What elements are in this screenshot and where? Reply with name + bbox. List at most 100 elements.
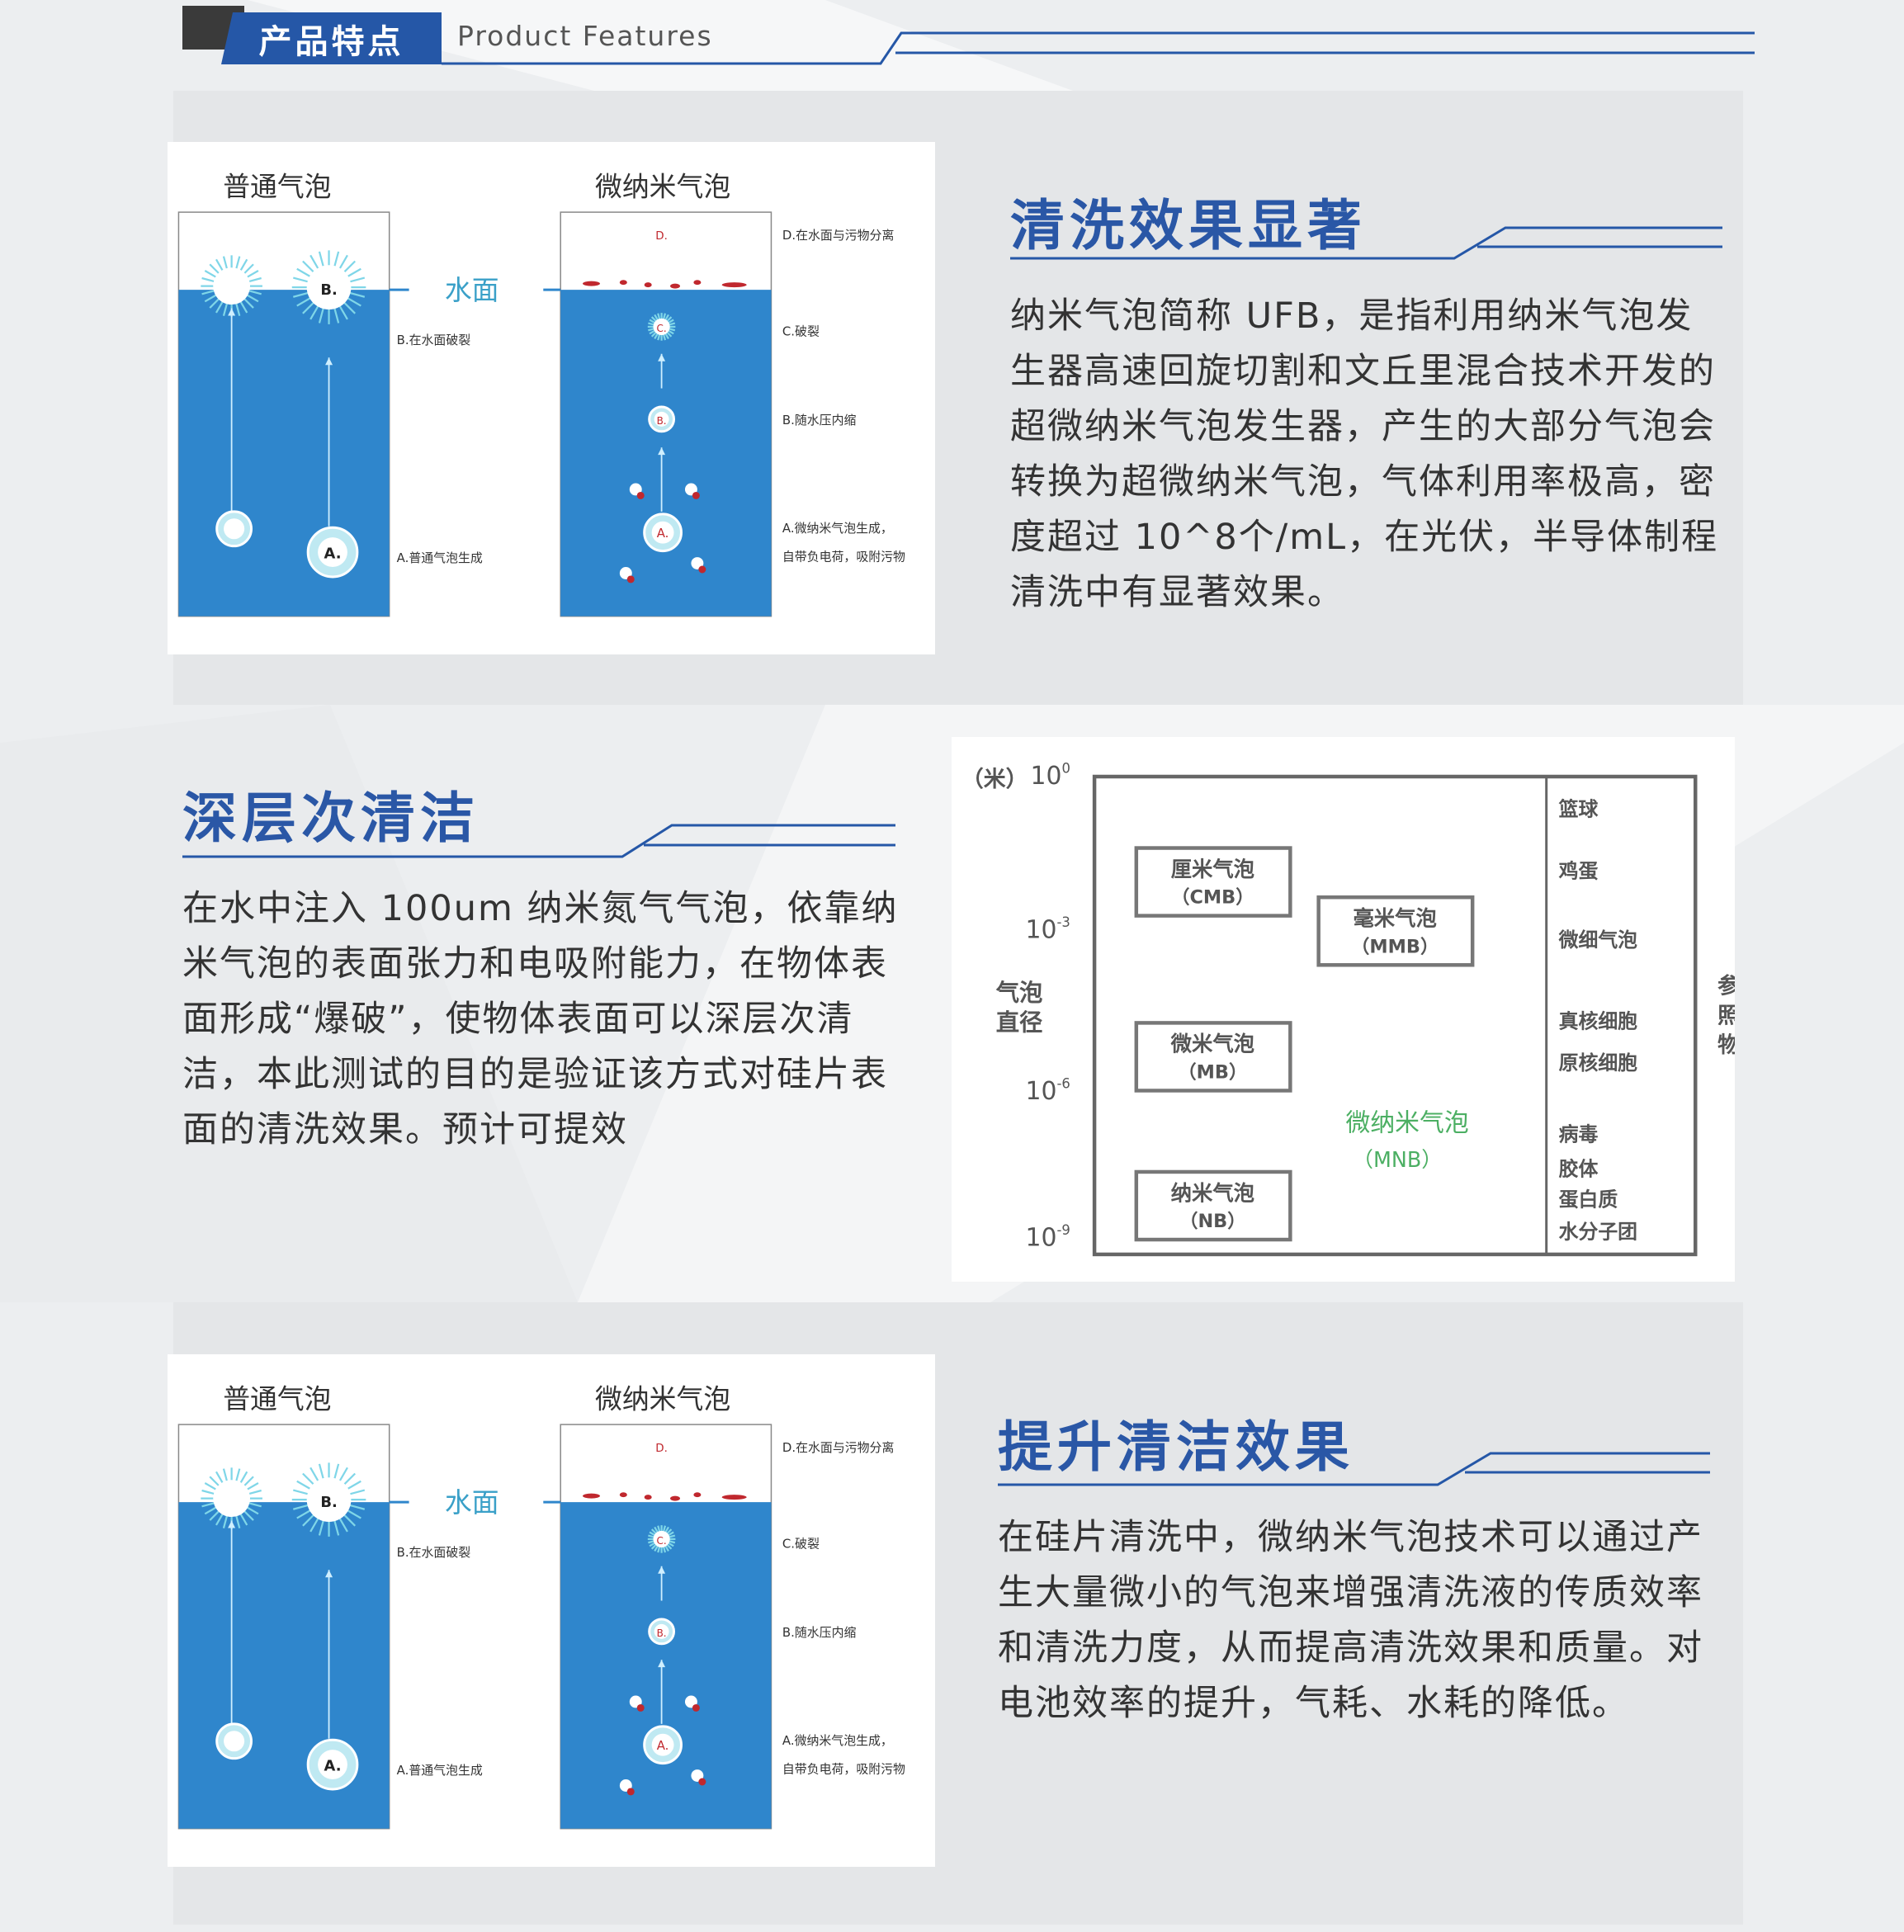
right-bubble-b-core — [654, 1623, 669, 1639]
y-axis-label: 直径 — [996, 1009, 1043, 1036]
header-title-cn: 产品特点 — [258, 22, 404, 61]
header-title-tab: 产品特点 — [221, 12, 442, 64]
reference-item: 原核细胞 — [1559, 1051, 1638, 1075]
left-small-bubble-core — [224, 1731, 245, 1752]
bubble-letter: B. — [657, 415, 667, 427]
dirt-particle — [619, 280, 627, 286]
right-label: A.微纳米气泡生成， — [782, 521, 893, 536]
rise-arrow-head — [658, 1660, 666, 1668]
dirt-particle — [670, 1495, 680, 1501]
reference-item: 篮球 — [1558, 798, 1599, 821]
size-category-name: 纳米气泡 — [1171, 1180, 1254, 1205]
header-title-en: Product Features — [457, 20, 713, 52]
dirt-particle — [693, 1492, 702, 1498]
size-category-abbr: （NB） — [1179, 1211, 1246, 1232]
size-category-abbr: （CMB） — [1171, 887, 1254, 909]
section1-title-underline — [1010, 226, 1722, 260]
y-tick-label: 100 — [1030, 761, 1070, 791]
rise-arrow-head — [658, 353, 666, 361]
molecule-charge — [636, 491, 645, 499]
left-label-b: B.在水面破裂 — [397, 1545, 471, 1560]
molecule-charge — [626, 1788, 635, 1796]
rise-arrow-head — [325, 357, 333, 366]
reference-item: 鸡蛋 — [1558, 859, 1599, 882]
bubble-letter: B. — [320, 281, 337, 299]
right-title: 微纳米气泡 — [595, 172, 730, 203]
section2-body: 在水中注入 100um 纳米氮气气泡，依靠纳米气泡的表面张力和电吸附能力，在物体… — [182, 888, 899, 1150]
left-water — [178, 290, 390, 616]
right-bubble-a-core — [651, 1733, 674, 1756]
reference-item: 真核细胞 — [1559, 1009, 1638, 1032]
section3-title: 提升清洁效果 — [998, 1415, 1354, 1479]
water-surface-label: 水面 — [445, 1487, 499, 1519]
y-tick-exponent: 0 — [1061, 761, 1070, 777]
molecule-charge — [636, 1703, 645, 1712]
dirt-particle — [619, 1492, 627, 1498]
dirt-particle — [670, 283, 680, 289]
right-label: C.破裂 — [782, 324, 820, 338]
molecule-charge — [692, 1703, 700, 1712]
section1-body: 纳米气泡简称 UFB，是指利用纳米气泡发生器高速回旋切割和文丘里混合技术开发的超… — [1010, 295, 1719, 613]
size-category-name: 微米气泡 — [1170, 1032, 1254, 1056]
right-burst-bubble-c — [647, 1525, 676, 1553]
right-label: C.破裂 — [782, 1536, 820, 1551]
dirt-particle — [721, 1495, 747, 1500]
dirt-particle — [644, 1495, 652, 1500]
right-label: D.在水面与污物分离 — [782, 1440, 894, 1455]
right-label: 自带负电荷，吸附污物 — [782, 550, 905, 564]
left-bubble-a-core — [318, 537, 347, 568]
dirt-particle — [644, 282, 652, 288]
reference-item: 微细气泡 — [1558, 928, 1638, 952]
chart-frame — [1092, 774, 1698, 1257]
right-label: A.微纳米气泡生成， — [782, 1733, 893, 1748]
dirt-particle — [583, 1493, 600, 1499]
left-title: 普通气泡 — [223, 172, 331, 203]
size-category-name: 毫米气泡 — [1353, 906, 1436, 931]
left-title: 普通气泡 — [223, 1384, 331, 1415]
left-burst-bubble — [201, 1467, 262, 1529]
size-category-box — [1316, 895, 1475, 967]
right-bubble-a-core — [651, 521, 674, 544]
bubble-letter: D. — [655, 1443, 668, 1455]
size-category-abbr: （MB） — [1178, 1062, 1247, 1084]
size-category-abbr: （MMB） — [1351, 936, 1439, 957]
y-tick-exponent: -9 — [1056, 1222, 1070, 1238]
right-label: D.在水面与污物分离 — [782, 228, 894, 243]
left-label-a: A.普通气泡生成 — [397, 1763, 483, 1778]
molecule-charge — [626, 575, 635, 583]
section1-title: 清洗效果显著 — [1010, 194, 1367, 257]
dirt-particle — [721, 282, 747, 288]
section3-body: 在硅片清洗中，微纳米气泡技术可以通过产生大量微小的气泡来增强清洗液的传质效率和清… — [998, 1517, 1703, 1724]
left-bubble-a-core — [318, 1750, 347, 1780]
y-tick-exponent: -3 — [1056, 914, 1070, 930]
left-small-bubble-core — [224, 518, 245, 540]
size-category-box — [1134, 1021, 1292, 1093]
molecule-charge — [698, 565, 706, 574]
molecule-charge — [698, 1778, 706, 1786]
reference-item: 水分子团 — [1559, 1221, 1637, 1244]
right-label: B.随水压内缩 — [782, 1625, 857, 1640]
bubble-letter: A. — [324, 1758, 342, 1775]
section2-title-underline — [182, 824, 895, 858]
left-burst-bubble-b — [291, 250, 366, 324]
right-label: 自带负电荷，吸附污物 — [782, 1762, 905, 1777]
rise-arrow-head — [228, 1520, 236, 1528]
left-water — [178, 1502, 390, 1829]
bubble-letter: B. — [657, 1627, 667, 1639]
reference-item: 蛋白质 — [1559, 1188, 1618, 1212]
reference-item: 病毒 — [1559, 1123, 1599, 1146]
right-water — [560, 1502, 772, 1829]
reference-axis-label: 照 — [1717, 1003, 1735, 1028]
header-divider-lines — [442, 31, 1755, 65]
bubble-letter: A. — [324, 546, 342, 563]
y-axis-label: 气泡 — [995, 980, 1043, 1007]
mnb-abbr: （MNB） — [1353, 1147, 1443, 1172]
y-tick-exponent: -6 — [1056, 1075, 1070, 1091]
water-surface-label: 水面 — [445, 275, 499, 306]
rise-arrow-head — [658, 1566, 666, 1574]
left-burst-bubble-b — [291, 1462, 366, 1537]
dirt-particle — [693, 280, 702, 286]
